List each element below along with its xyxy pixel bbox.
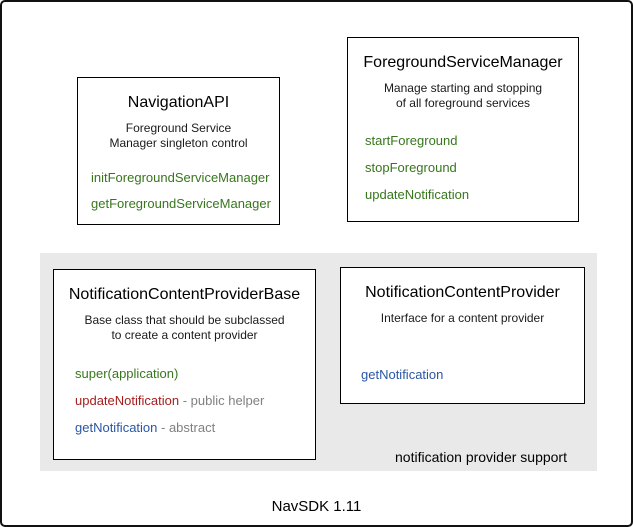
method-initForegroundServiceManager: initForegroundServiceManager: [91, 170, 270, 185]
notification-content-provider-description-line1: Interface for a content provider: [380, 311, 545, 325]
notification-content-provider-base-description-line2: to create a content provider: [111, 328, 258, 342]
method-stopForeground: stopForeground: [365, 160, 457, 175]
method-getNotification-abstract: getNotification - abstract: [75, 421, 315, 434]
notification-content-provider-title: NotificationContentProvider: [365, 284, 560, 301]
notification-content-provider-description: Interface for a content provider: [341, 311, 584, 326]
foreground-service-manager-methods: startForeground stopForeground updateNot…: [365, 134, 578, 201]
foreground-service-manager-description: Manage starting and stopping of all fore…: [348, 81, 578, 111]
notification-content-provider-base-methods: super(application) updateNotification - …: [75, 367, 315, 434]
navigation-api-box: NavigationAPI Foreground Service Manager…: [77, 77, 280, 225]
notification-provider-group-label: notification provider support: [395, 449, 567, 465]
method-super-application: super(application): [75, 366, 179, 381]
foreground-service-manager-description-line2: of all foreground services: [395, 96, 531, 110]
method-updateNotification-helper: updateNotification - public helper: [75, 394, 315, 407]
foreground-service-manager-description-line1: Manage starting and stopping: [383, 81, 543, 95]
navigation-api-description-line2: Manager singleton control: [109, 136, 248, 150]
method-getNotification-name: getNotification: [75, 420, 158, 435]
notification-content-provider-base-title: NotificationContentProviderBase: [68, 286, 301, 303]
notification-content-provider-base-description-line1: Base class that should be subclassed: [84, 313, 285, 327]
navigation-api-description: Foreground Service Manager singleton con…: [78, 121, 279, 151]
diagram-caption: NavSDK 1.11: [271, 498, 362, 515]
method-updateNotification: updateNotification: [365, 187, 470, 202]
navigation-api-methods: initForegroundServiceManager getForegrou…: [91, 171, 279, 210]
foreground-service-manager-title: ForegroundServiceManager: [363, 54, 563, 71]
method-updateNotification-name: updateNotification: [75, 393, 180, 408]
method-getNotification: getNotification: [361, 367, 444, 382]
navigation-api-description-line1: Foreground Service: [125, 121, 232, 135]
method-startForeground: startForeground: [365, 133, 458, 148]
method-getForegroundServiceManager: getForegroundServiceManager: [91, 196, 271, 211]
method-updateNotification-annotation: - public helper: [179, 393, 265, 408]
foreground-service-manager-box: ForegroundServiceManager Manage starting…: [347, 37, 579, 222]
notification-content-provider-base-box: NotificationContentProviderBase Base cla…: [53, 269, 316, 460]
notification-content-provider-base-description: Base class that should be subclassed to …: [54, 313, 315, 343]
notification-content-provider-box: NotificationContentProvider Interface fo…: [340, 267, 585, 404]
navigation-api-title: NavigationAPI: [127, 94, 230, 111]
notification-content-provider-methods: getNotification: [361, 368, 584, 381]
method-getNotification-annotation: - abstract: [157, 420, 216, 435]
